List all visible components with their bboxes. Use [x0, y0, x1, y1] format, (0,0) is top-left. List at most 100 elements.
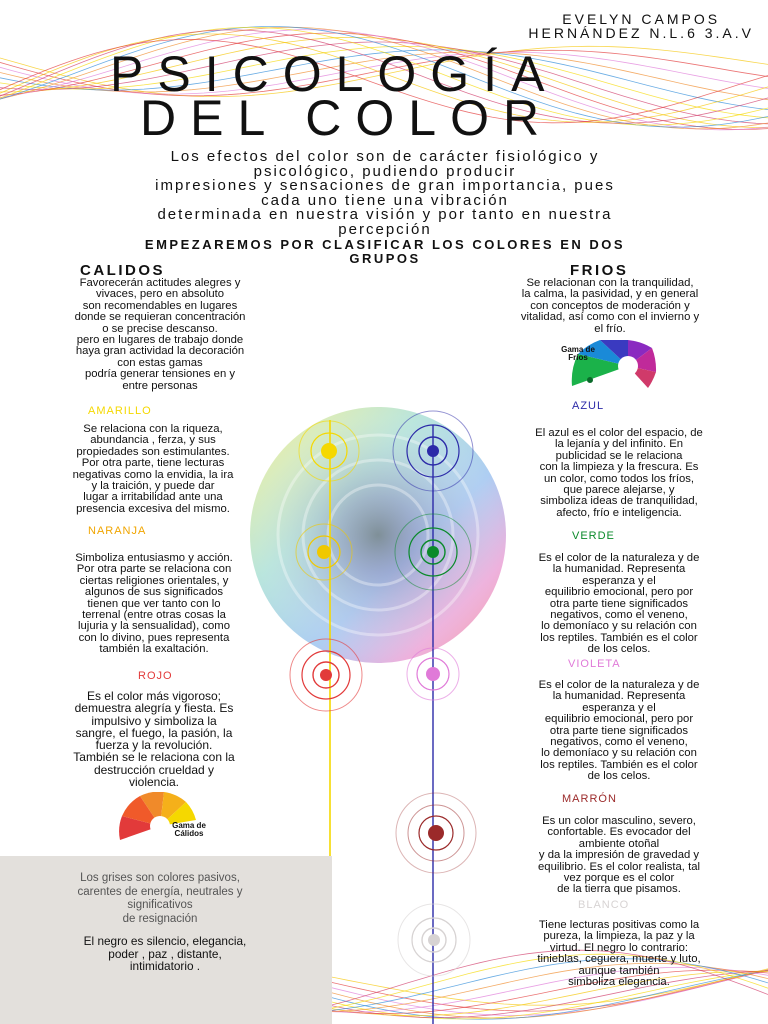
text-line: simboliza ideas de tranquilidad,	[540, 495, 698, 508]
text-line: abundancia , ferza, y sus	[90, 434, 216, 447]
text-line: Es el color más vigoroso;	[86, 689, 222, 703]
blanco-label: BLANCO	[578, 899, 630, 911]
text-line: Simboliza entusiasmo y acción.	[75, 552, 233, 564]
text-line: y la traición, y puede dar	[91, 480, 215, 493]
negro-description: El negro es silencio, elegancia, poder ,…	[20, 935, 310, 973]
cold-palette-fan	[571, 338, 657, 388]
warm-palette-label: Gama de Cálidos	[164, 822, 214, 838]
text-line: o se precise descanso.	[102, 322, 218, 335]
naranja-description: Simboliza entusiasmo y acción. Por otra …	[20, 552, 288, 656]
text-line: destrucción crueldad y	[93, 762, 215, 777]
naranja-marker	[295, 523, 353, 581]
text-line: poder , paz , distante,	[108, 946, 222, 961]
grey-info-panel	[0, 856, 332, 1024]
text-line: Se relacionan con la tranquilidad,	[526, 277, 694, 289]
text-line: el frío.	[594, 322, 626, 335]
intro-line: determinada en nuestra visión y por tant…	[157, 206, 613, 223]
azul-description: El azul es el color del espacio, de la l…	[488, 427, 750, 519]
text-line: pero en lugares de trabajo donde	[76, 334, 244, 347]
author-block: EVELYN CAMPOS HERNÁNDEZ N.L.6 3.A.V	[528, 12, 754, 40]
text-line: negativos, como el veneno,	[550, 609, 688, 622]
wave-line	[0, 26, 768, 126]
text-line: haya gran actividad la decoración	[75, 345, 245, 358]
classify-line-2: GRUPOS	[349, 251, 421, 266]
palette-label-line: Gama de	[172, 821, 206, 830]
intro-line: psicológico, pudiendo producir	[253, 162, 517, 180]
text-line: equilibrio emocional, pero por	[544, 586, 694, 599]
cold-palette-label: Gama de Fríos	[558, 346, 598, 362]
intro-line: impresiones y sensaciones de gran import…	[155, 177, 615, 194]
text-line: lujuria y la sensualidad), como	[78, 620, 230, 633]
text-line: Por otra parte, tiene lecturas	[81, 457, 225, 470]
blanco-marker	[397, 903, 471, 977]
color-wheel-graphic	[250, 407, 506, 663]
text-line: donde se requieran concentración	[74, 311, 246, 324]
text-line: de los celos.	[587, 770, 651, 783]
author-name: EVELYN CAMPOS	[562, 11, 721, 27]
text-line: podría generar tensiones en y	[84, 368, 236, 381]
text-line: Es un color masculino, severo,	[542, 815, 696, 827]
text-line: vitalidad, así como con el invierno y	[520, 311, 700, 324]
text-line: esperanza y el	[582, 574, 656, 587]
text-line: los reptiles. También es el color	[540, 631, 698, 644]
text-line: carentes de energía, neutrales y	[77, 885, 243, 898]
text-line: lo demoníaco y su relación con	[541, 620, 697, 633]
text-line: publicidad se le relaciona	[555, 449, 683, 462]
text-line: ciertas religiones orientales, y	[79, 574, 229, 587]
wave-line	[0, 37, 768, 128]
violeta-description: Es el color de la naturaleza y de la hum…	[488, 679, 750, 783]
text-line: un color, como todos los fríos,	[543, 472, 695, 485]
text-line: con conceptos de moderación y	[530, 299, 690, 312]
title-line-2: DEL COLOR	[140, 90, 554, 146]
text-line: simboliza elegancia.	[568, 976, 670, 989]
text-line: también la exaltación.	[99, 643, 209, 656]
text-line: la humanidad. Representa	[552, 690, 686, 703]
wave-line	[0, 41, 768, 125]
text-line: otra parte tiene significados	[549, 597, 689, 610]
marron-label: MARRÓN	[562, 793, 617, 805]
text-line: Es el color de la naturaleza y de	[538, 552, 700, 564]
blanco-description: Tiene lecturas positivas como la pureza,…	[488, 919, 750, 989]
text-line: lo demoníaco y su relación con	[541, 747, 697, 760]
text-line: El negro es silencio, elegancia,	[83, 934, 247, 948]
text-line: equilibrio emocional, pero por	[544, 713, 694, 726]
verde-marker	[394, 513, 472, 591]
text-line: sangre, el fuego, la pasión, la	[75, 725, 233, 740]
author-group: HERNÁNDEZ N.L.6 3.A.V	[528, 25, 754, 41]
text-line: violencia.	[128, 775, 180, 790]
verde-description: Es el color de la naturaleza y de la hum…	[488, 552, 750, 656]
text-line: Los grises son colores pasivos,	[80, 872, 240, 884]
wave-line	[0, 26, 768, 130]
marron-marker	[395, 792, 477, 874]
text-line: lugar a irritabilidad ante una	[83, 491, 223, 504]
text-line: esperanza y el	[582, 701, 656, 714]
violeta-label: VIOLETA	[568, 658, 621, 670]
text-line: presencia excesiva del mismo.	[76, 502, 230, 515]
text-line: fuerza y la revolución.	[95, 738, 213, 753]
rojo-description: Es el color más vigoroso; demuestra aleg…	[20, 689, 288, 790]
text-line: Por otra parte se relaciona con	[76, 563, 232, 576]
warm-palette-image: Gama de Cálidos	[110, 791, 228, 842]
text-line: la calma, la pasividad, y en general	[521, 288, 699, 301]
warm-palette-fan	[119, 791, 196, 840]
text-line: afecto, frío e inteligencia.	[556, 506, 682, 519]
text-line: propiedades son estimulantes.	[76, 445, 230, 458]
wave-line	[0, 29, 768, 131]
text-line: intimidatorio .	[129, 959, 201, 973]
text-line: la humanidad. Representa	[552, 563, 686, 576]
text-line: los reptiles. También es el color	[540, 758, 698, 771]
text-line: aunque también	[578, 964, 660, 977]
cold-palette-image: Gama de Fríos	[548, 338, 660, 392]
cold-heading: FRIOS	[570, 262, 629, 279]
palette-label-line: Cálidos	[174, 829, 204, 838]
wave-line	[0, 29, 768, 124]
intro-line: Los efectos del color son de carácter fi…	[170, 148, 600, 165]
text-line: vivaces, pero en absoluto	[95, 288, 225, 301]
text-line: algunos de sus significados	[84, 586, 224, 599]
azul-label: AZUL	[572, 400, 605, 412]
page-title: PSICOLOGÍA DEL COLOR	[110, 49, 558, 146]
text-line: negativas como la envidia, la ira	[72, 468, 234, 481]
text-line: de la tierra que pisamos.	[557, 883, 681, 896]
text-line: la lejanía y del infinito. En	[554, 438, 684, 451]
